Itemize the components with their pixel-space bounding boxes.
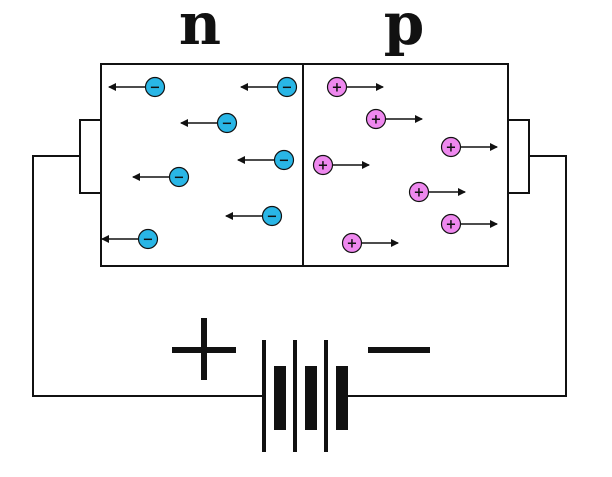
hole: + <box>326 76 384 98</box>
hole: + <box>312 154 370 176</box>
right-contact <box>507 119 530 194</box>
circuit-wire <box>32 155 567 397</box>
electron: − <box>225 205 283 227</box>
hole: + <box>341 232 399 254</box>
svg-text:−: − <box>150 81 161 96</box>
svg-text:−: − <box>143 233 154 248</box>
svg-text:+: + <box>446 218 457 233</box>
battery-plate-short <box>305 366 317 430</box>
svg-text:−: − <box>279 154 290 169</box>
electron: − <box>240 76 298 98</box>
electron: − <box>108 76 166 98</box>
battery-plate-long <box>293 340 297 452</box>
electron-group: − − − − − − − <box>101 76 298 250</box>
hole-group: + + + + + + + <box>312 76 498 254</box>
battery-plate-short <box>336 366 348 430</box>
svg-text:+: + <box>446 141 457 156</box>
electron: − <box>180 112 238 134</box>
svg-text:+: + <box>371 113 382 128</box>
battery-plate-long <box>262 340 266 452</box>
plus-sign <box>172 318 236 380</box>
svg-text:−: − <box>267 210 278 225</box>
svg-text:+: + <box>347 237 358 252</box>
svg-text:−: − <box>282 81 293 96</box>
battery-plate-long <box>324 340 328 452</box>
electron: − <box>132 166 190 188</box>
minus-sign <box>368 347 430 353</box>
semiconductor-block <box>100 63 509 267</box>
electron: − <box>101 228 159 250</box>
svg-text:+: + <box>332 81 343 96</box>
svg-text:+: + <box>414 186 425 201</box>
battery-plate-short <box>274 366 286 430</box>
hole: + <box>440 136 498 158</box>
hole: + <box>408 181 466 203</box>
left-contact <box>79 119 102 194</box>
p-region-label: p <box>384 0 425 58</box>
electron: − <box>237 149 295 171</box>
battery <box>262 340 348 452</box>
svg-text:+: + <box>318 159 329 174</box>
svg-text:−: − <box>222 117 233 132</box>
hole: + <box>365 108 423 130</box>
svg-text:−: − <box>174 171 185 186</box>
hole: + <box>440 213 498 235</box>
n-region-label: n <box>179 0 221 58</box>
